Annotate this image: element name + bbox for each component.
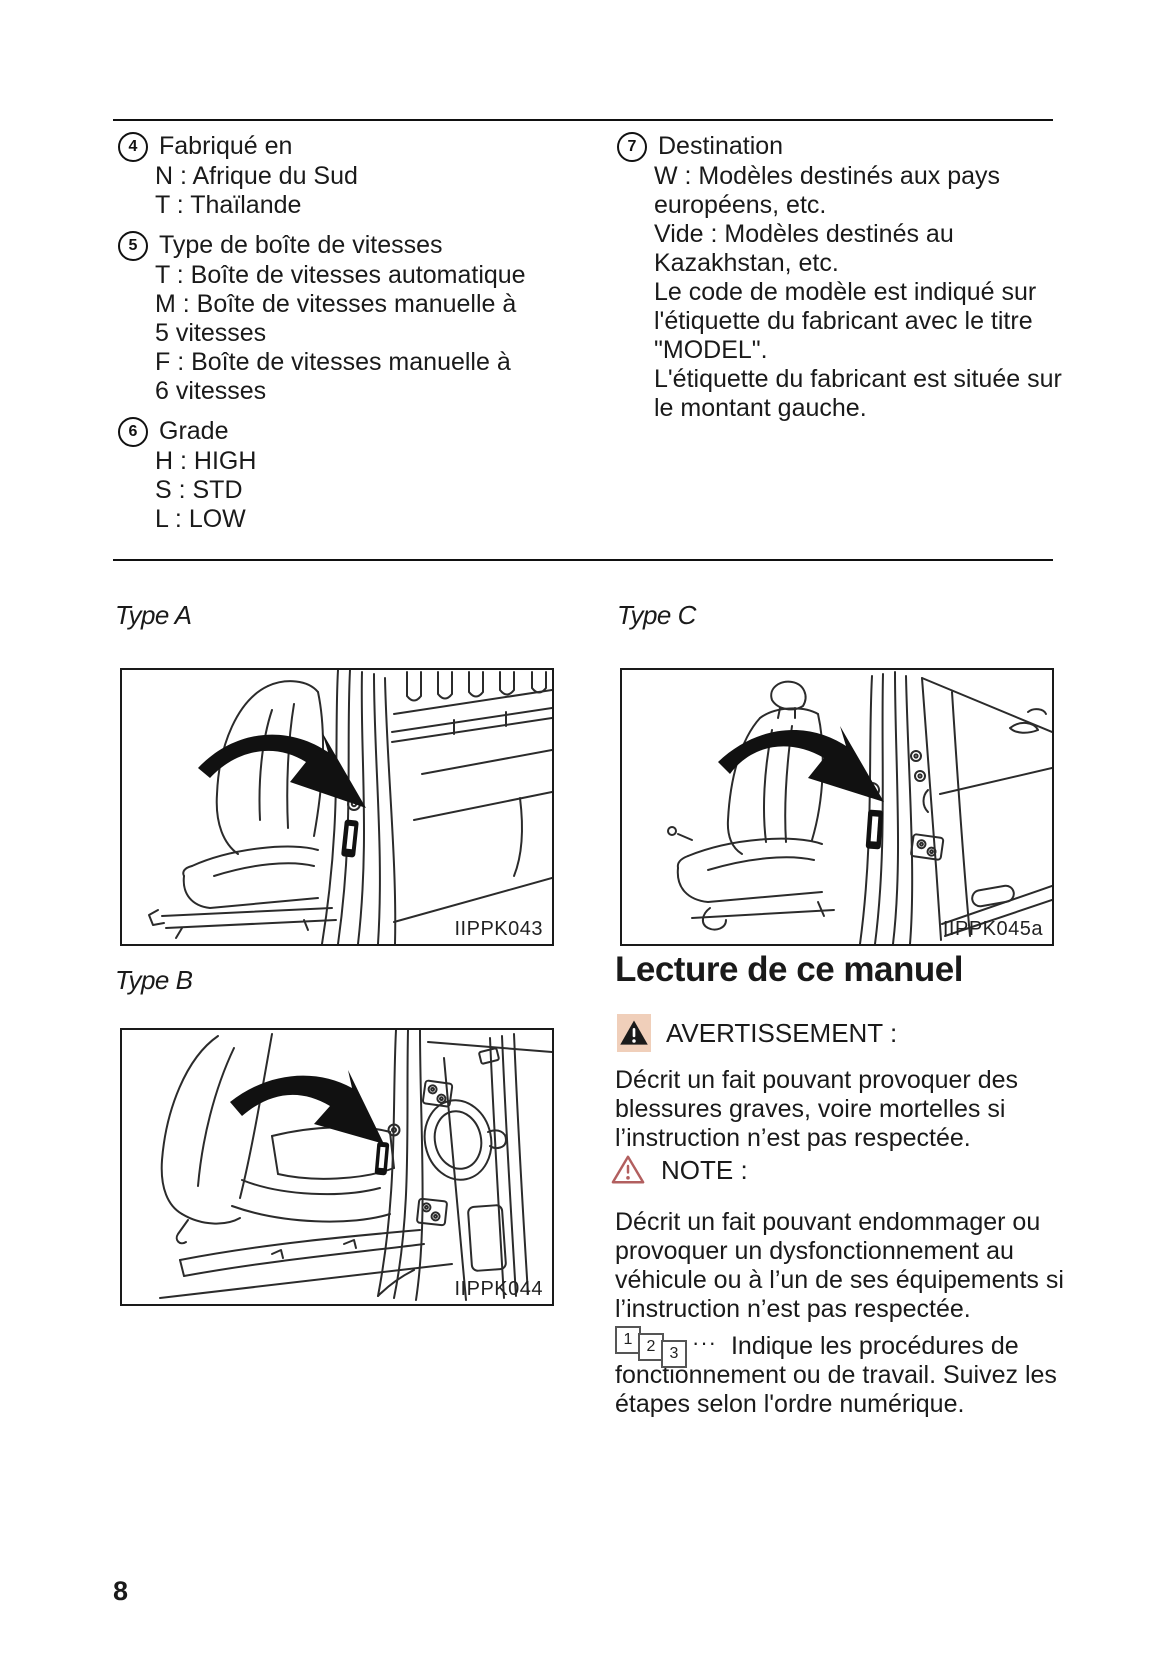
legend-line: N : Afrique du Sud [155,162,358,190]
steps-first-line: 1 2 3 ··· Indique les procédures de [615,1325,1057,1368]
figure-a-label: Type A [115,600,192,630]
warning-line: Décrit un fait pouvant provoquer des [615,1066,1019,1094]
legend-line: L : LOW [155,505,246,533]
legend-line: l'étiquette du fabricant avec le titre [654,307,1033,335]
legend-line: 5 vitesses [155,319,267,347]
legend-title: Type de boîte de vitesses [159,231,443,259]
page-number: 8 [113,1576,129,1606]
legend-line: H : HIGH [155,447,257,475]
note-line: véhicule ou à l’un de ses équipements si [615,1266,1064,1294]
circled-number-4: 4 [118,131,148,162]
figure-c-label: Type C [617,600,696,630]
warning-callout-head: AVERTISSEMENT : [617,1014,897,1052]
legend-line: S : STD [155,476,243,504]
legend-item-6: 6 Grade H : HIGH S : STD L : LOW [118,416,563,534]
legend-line: M : Boîte de vitesses manuelle à [155,290,517,318]
seat-pillar-illustration-a [148,670,552,944]
note-triangle-icon [610,1152,646,1188]
note-line: Décrit un fait pouvant endommager ou [615,1208,1041,1236]
legend-column-left: 4 Fabriqué en N : Afrique du Sud T : Tha… [118,131,563,544]
figure-b-box: IIPPK044 [120,1028,554,1306]
seat-pillar-illustration-c [667,671,1052,944]
figure-a-box: IIPPK043 [120,668,554,946]
legend-column-right: 7 Destination W : Modèles destinés aux p… [617,131,1062,433]
steps-line: fonctionnement ou de travail. Suivez les [615,1361,1057,1389]
steps-paragraph: 1 2 3 ··· Indique les procédures de fonc… [615,1325,1057,1419]
circled-number-5: 5 [118,230,148,261]
legend-line: W : Modèles destinés aux pays [654,162,1000,190]
legend-line: européens, etc. [654,191,827,219]
legend-title: Grade [159,417,229,445]
figure-c-box: IIPPK045a [620,668,1054,946]
legend-title: Destination [658,132,784,160]
legend-line: F : Boîte de vitesses manuelle à [155,348,511,376]
top-rule [113,119,1053,121]
warning-triangle-icon [617,1014,651,1052]
note-body: Décrit un fait pouvant endommager ou pro… [615,1208,1064,1324]
figure-b-code: IIPPK044 [454,1278,543,1300]
note-line: l’instruction n’est pas respectée. [615,1295,971,1323]
legend-line: T : Thaïlande [155,191,302,219]
circled-number-6: 6 [118,416,148,447]
warning-line: l’instruction n’est pas respectée. [615,1124,971,1152]
figure-c-code: IIPPK045a [942,918,1043,940]
legend-item-5: 5 Type de boîte de vitesses T : Boîte de… [118,230,563,406]
step-box-2: 2 [638,1332,664,1361]
legend-line: Vide : Modèles destinés au [654,220,954,248]
legend-item-4: 4 Fabriqué en N : Afrique du Sud T : Tha… [118,131,563,220]
note-line: provoquer un dysfonctionnement au [615,1237,1014,1265]
legend-title: Fabriqué en [159,132,293,160]
steps-text: Indique les procédures de [730,1332,1019,1360]
legend-line: L'étiquette du fabricant est située sur [654,365,1062,393]
legend-line: Kazakhstan, etc. [654,249,839,277]
seat-pillar-illustration-b [159,1030,552,1301]
section-title: Lecture de ce manuel [615,950,963,989]
warning-label: AVERTISSEMENT : [666,1017,898,1048]
step-box-3: 3 [661,1339,687,1368]
steps-line: étapes selon l'ordre numérique. [615,1390,965,1418]
legend-item-7: 7 Destination W : Modèles destinés aux p… [617,131,1062,423]
note-callout-head: NOTE : [610,1152,748,1188]
warning-body: Décrit un fait pouvant provoquer des ble… [615,1066,1018,1153]
bottom-rule [113,559,1053,561]
legend-line: 6 vitesses [155,377,267,405]
legend-line: le montant gauche. [654,394,867,422]
legend-line: Le code de modèle est indiqué sur [654,278,1037,306]
figure-b-label: Type B [115,965,193,995]
figure-a-code: IIPPK043 [454,918,543,940]
note-label: NOTE : [661,1154,748,1185]
circled-number-7: 7 [617,131,647,162]
warning-line: blessures graves, voire mortelles si [615,1095,1006,1123]
legend-line: T : Boîte de vitesses automatique [155,261,526,289]
steps-ellipsis: ··· [692,1330,717,1355]
legend-line: "MODEL". [654,336,768,364]
